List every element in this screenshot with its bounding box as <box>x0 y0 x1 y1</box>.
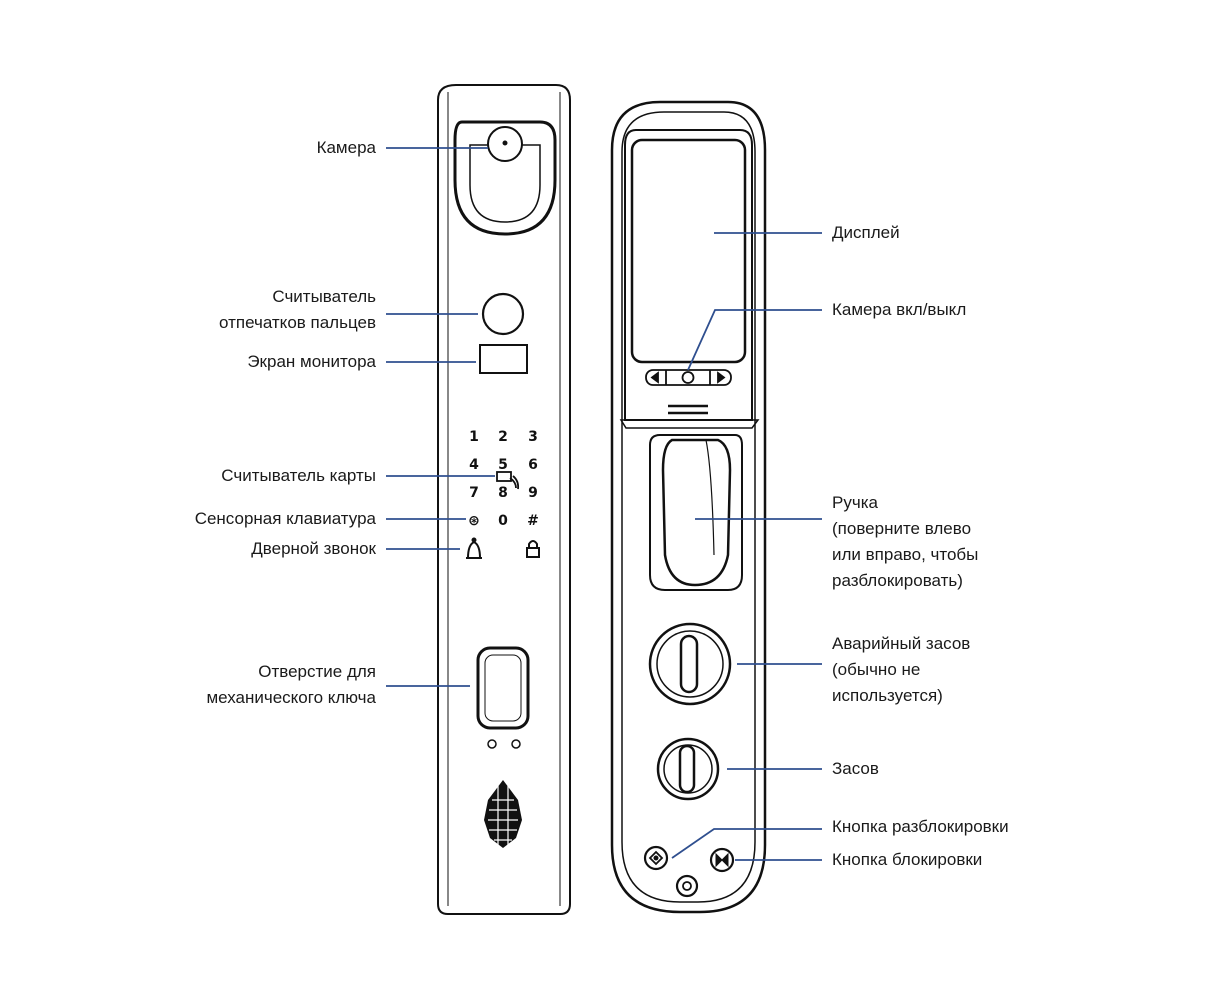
leader-camera-toggle <box>687 309 822 371</box>
label-line: Отверстие для <box>258 662 376 681</box>
display-housing <box>624 129 753 421</box>
label-line: Считыватель карты <box>221 466 376 485</box>
keypad-key[interactable]: 0 <box>498 513 508 529</box>
label-line: Кнопка разблокировки <box>832 817 1009 836</box>
label-line: используется) <box>832 686 943 705</box>
keypad-key[interactable]: 8 <box>498 485 508 501</box>
label-line: Сенсорная клавиатура <box>194 509 376 528</box>
label-line: Ручка <box>832 493 878 512</box>
screw-hole-right <box>511 739 521 749</box>
label-camera: Камера <box>317 135 376 161</box>
label-line: или вправо, чтобы <box>832 545 979 564</box>
label-line: Дисплей <box>832 223 900 242</box>
label-monitor-screen: Экран монитора <box>247 349 376 375</box>
back-panel <box>610 100 767 914</box>
bottom-screw <box>675 874 699 898</box>
leader-lines <box>386 147 822 861</box>
label-line: (поверните влево <box>832 519 972 538</box>
keypad-key[interactable]: 7 <box>469 485 479 501</box>
label-line: Экран монитора <box>247 352 376 371</box>
keypad-key[interactable]: 3 <box>528 429 538 445</box>
label-line: Камера вкл/выкл <box>832 300 967 319</box>
label-line: механического ключа <box>206 688 376 707</box>
screw-hole-left <box>487 739 497 749</box>
handle-recess <box>649 434 743 591</box>
label-lock-button: Кнопка блокировки <box>832 847 982 873</box>
label-latch: Засов <box>832 756 879 782</box>
keypad[interactable]: 1 2 3 4 5 6 7 8 9 ⊛ 0 # <box>468 429 539 529</box>
handle[interactable] <box>661 438 732 587</box>
label-touch-keypad: Сенсорная клавиатура <box>195 506 376 532</box>
front-panel-inner-edge <box>447 92 561 906</box>
camera-housing <box>453 120 557 236</box>
card-reader-icon[interactable] <box>496 471 520 490</box>
lock-button[interactable] <box>709 847 735 873</box>
speaker-grille <box>484 780 522 848</box>
front-panel-body <box>437 84 571 915</box>
keypad-key[interactable]: 9 <box>528 485 538 501</box>
label-key-hole: Отверстие для механического ключа <box>206 659 376 711</box>
label-line: (обычно не <box>832 660 921 679</box>
label-line: Аварийный засов <box>832 634 971 653</box>
label-camera-toggle: Камера вкл/выкл <box>832 297 966 323</box>
keypad-key[interactable]: 2 <box>498 429 508 445</box>
doorbell-icon[interactable] <box>466 537 482 559</box>
label-doorbell: Дверной звонок <box>251 536 376 562</box>
label-handle: Ручка (поверните влево или вправо, чтобы ра… <box>832 490 978 594</box>
label-card-reader: Считыватель карты <box>221 463 376 489</box>
keypad-key[interactable]: 5 <box>498 457 508 473</box>
lock-button-icon <box>715 852 729 868</box>
keypad-key[interactable]: 6 <box>528 457 538 473</box>
label-emergency-latch: Аварийный засов (обычно не используется) <box>832 631 970 709</box>
display-screen <box>630 138 747 364</box>
keypad-key[interactable]: ⊛ <box>468 513 480 529</box>
unlock-icon <box>648 850 664 866</box>
display-vent <box>668 404 708 415</box>
label-line: отпечатков пальцев <box>219 313 376 332</box>
monitor-screen <box>479 344 528 374</box>
fingerprint-sensor-icon[interactable] <box>481 292 525 336</box>
camera-toggle-icon[interactable] <box>681 371 695 384</box>
label-display: Дисплей <box>832 220 900 246</box>
label-line: Дверной звонок <box>251 539 376 558</box>
latch-knob[interactable] <box>656 737 720 801</box>
back-panel-inner <box>621 111 756 903</box>
unlock-button[interactable] <box>643 845 669 871</box>
label-line: Камера <box>316 138 376 157</box>
label-fingerprint-reader: Считыватель отпечатков пальцев <box>219 284 376 336</box>
leader-unlock-button <box>671 828 822 859</box>
back-panel-outer <box>610 100 767 914</box>
lock-icon[interactable] <box>526 540 540 558</box>
mechanical-key-cover[interactable] <box>476 646 530 730</box>
label-line: Кнопка блокировки <box>832 850 983 869</box>
front-panel <box>437 84 571 915</box>
keypad-key[interactable]: # <box>527 513 539 529</box>
keypad-key[interactable]: 4 <box>469 457 479 473</box>
label-unlock-button: Кнопка разблокировки <box>832 814 1009 840</box>
label-line: Считыватель <box>272 287 376 306</box>
label-line: Засов <box>832 759 879 778</box>
label-line: разблокировать) <box>832 571 963 590</box>
camera-toggle-buttons[interactable] <box>645 369 732 386</box>
keypad-key[interactable]: 1 <box>469 429 479 445</box>
emergency-latch-knob[interactable] <box>648 622 732 706</box>
